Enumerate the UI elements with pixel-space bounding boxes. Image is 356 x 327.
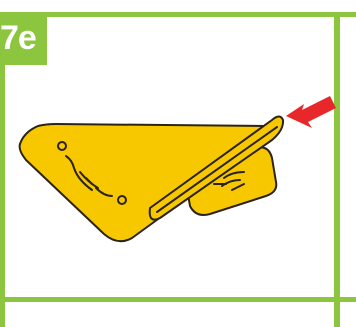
frame-border-right bbox=[334, 12, 340, 302]
red-arrow-icon bbox=[286, 96, 336, 128]
next-panel-border-left bbox=[0, 297, 5, 327]
frame-border-top bbox=[0, 12, 356, 17]
next-panel-divider bbox=[334, 297, 340, 327]
yellow-folded-part-icon bbox=[18, 115, 285, 243]
frame-border-bottom bbox=[0, 297, 356, 302]
step-number-badge: 7e bbox=[0, 12, 47, 65]
frame-border-left bbox=[0, 12, 5, 302]
